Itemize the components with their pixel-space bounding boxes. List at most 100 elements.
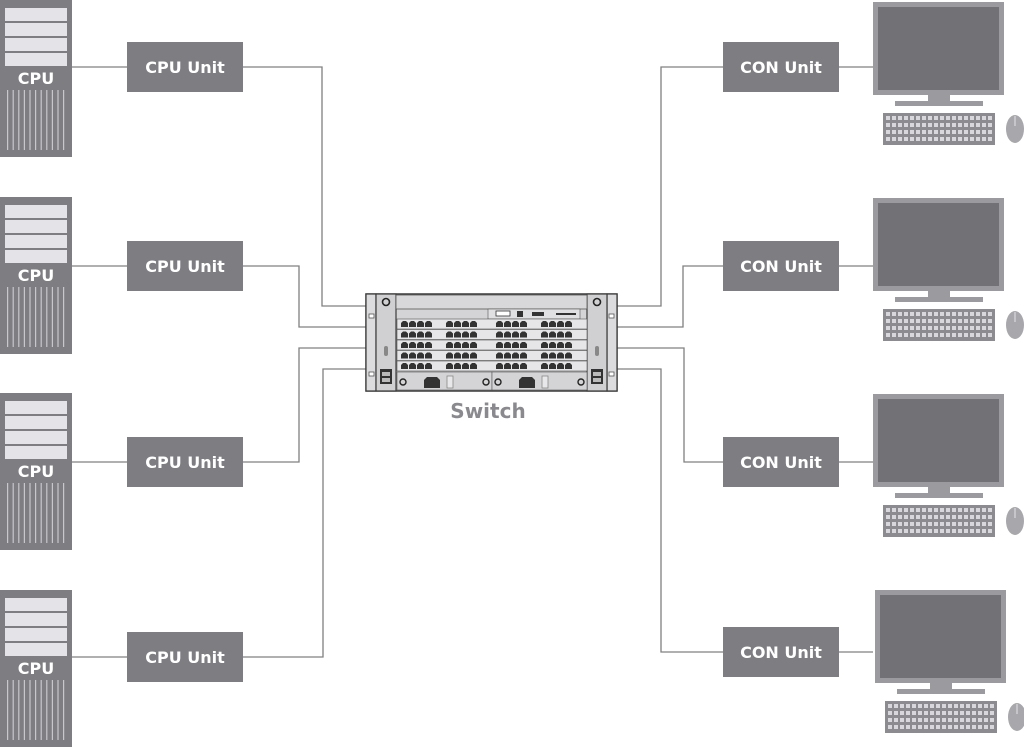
rj45-port-icon [425, 331, 432, 338]
rj45-port-icon [409, 352, 416, 359]
rj45-port-icon [565, 352, 572, 359]
switch-to-con-unit-line [617, 265, 723, 328]
cpu-unit-box: CPU Unit [127, 42, 243, 92]
rj45-port-icon [557, 331, 564, 338]
connections [72, 66, 873, 658]
rj45-port-icon [462, 321, 469, 327]
rj45-port-icon [557, 342, 564, 348]
rj45-port-icon [401, 342, 408, 348]
rj45-port-icon [520, 363, 527, 369]
rj45-port-icon [425, 363, 432, 369]
cpu-unit-box: CPU Unit [127, 632, 243, 682]
rj45-port-icon [541, 331, 548, 338]
mouse-icon [1006, 115, 1024, 143]
rj45-port-icon [565, 342, 572, 348]
power-inlet-icon [519, 377, 535, 388]
cpu-unit-box: CPU Unit [127, 241, 243, 291]
rj45-port-icon [541, 363, 548, 369]
cpu-label: CPU [18, 69, 54, 88]
rj45-port-icon [462, 363, 469, 369]
con-unit-label: CON Unit [740, 257, 822, 276]
rj45-port-icon [425, 342, 432, 348]
switch-to-con-unit-line [617, 347, 723, 463]
switch-chassis [365, 293, 618, 392]
rj45-port-icon [446, 363, 453, 369]
rj45-port-icon [541, 342, 548, 348]
rj45-port-icon [549, 342, 556, 348]
rj45-port-icon [417, 363, 424, 369]
rj45-port-icon [446, 331, 453, 338]
rj45-port-icon [470, 342, 477, 348]
monitor-icon [873, 198, 1004, 302]
cpu-node: CPU CPU Unit [0, 0, 243, 157]
con-unit-box: CON Unit [723, 627, 839, 677]
console-node: CON Unit [723, 590, 1024, 733]
rj45-port-icon [470, 352, 477, 359]
rj45-port-icon [454, 321, 461, 327]
rj45-port-icon [409, 342, 416, 348]
rj45-port-icon [401, 363, 408, 369]
rj45-port-icon [520, 321, 527, 327]
rj45-port-icon [446, 321, 453, 327]
switch-label: Switch [450, 399, 525, 423]
rj45-port-icon [549, 352, 556, 359]
con-unit-box: CON Unit [723, 437, 839, 487]
switch-to-con-unit-line [617, 66, 723, 307]
rj45-port-icon [462, 352, 469, 359]
rj45-port-icon [504, 342, 511, 348]
rj45-port-icon [541, 352, 548, 359]
rj45-port-icon [512, 342, 519, 348]
rj45-port-icon [496, 363, 503, 369]
rj45-port-icon [541, 321, 548, 327]
monitor-icon [875, 590, 1006, 694]
keyboard-icon [883, 113, 995, 145]
rj45-port-icon [470, 331, 477, 338]
rj45-port-icon [454, 363, 461, 369]
rj45-port-icon [417, 342, 424, 348]
mouse-icon [1008, 703, 1024, 731]
cpu-label: CPU [18, 659, 54, 678]
cpu-unit-label: CPU Unit [145, 453, 225, 472]
cpu-label: CPU [18, 266, 54, 285]
cpu-label: CPU [18, 462, 54, 481]
rj45-port-icon [425, 321, 432, 327]
rj45-port-icon [504, 331, 511, 338]
rj45-port-icon [496, 331, 503, 338]
con-unit-label: CON Unit [740, 643, 822, 662]
cpu-tower-icon [0, 393, 72, 550]
rj45-port-icon [520, 352, 527, 359]
rj45-port-icon [409, 331, 416, 338]
con-unit-box: CON Unit [723, 241, 839, 291]
rj45-port-icon [504, 363, 511, 369]
rj45-port-icon [549, 321, 556, 327]
console-node: CON Unit [723, 198, 1024, 341]
keyboard-icon [883, 505, 995, 537]
rj45-port-icon [417, 321, 424, 327]
rj45-port-icon [496, 342, 503, 348]
cpu-unit-label: CPU Unit [145, 58, 225, 77]
cpu-tower-icon [0, 0, 72, 157]
rj45-port-icon [401, 331, 408, 338]
rj45-port-icon [504, 352, 511, 359]
rj45-port-icon [557, 363, 564, 369]
rj45-port-icon [462, 342, 469, 348]
rj45-port-icon [409, 363, 416, 369]
rj45-port-icon [512, 363, 519, 369]
rj45-port-icon [409, 321, 416, 327]
cpu-node: CPU CPU Unit [0, 590, 243, 747]
rj45-port-icon [512, 331, 519, 338]
rj45-port-icon [401, 321, 408, 327]
rj45-port-icon [401, 352, 408, 359]
cpu-node: CPU CPU Unit [0, 393, 243, 550]
rj45-port-icon [462, 331, 469, 338]
rj45-port-icon [454, 342, 461, 348]
screw-icon [592, 297, 602, 307]
rj45-port-icon [557, 352, 564, 359]
rj45-port-icon [496, 321, 503, 327]
rj45-port-icon [520, 331, 527, 338]
serial-port-icon [495, 310, 511, 317]
rj45-port-icon [504, 321, 511, 327]
